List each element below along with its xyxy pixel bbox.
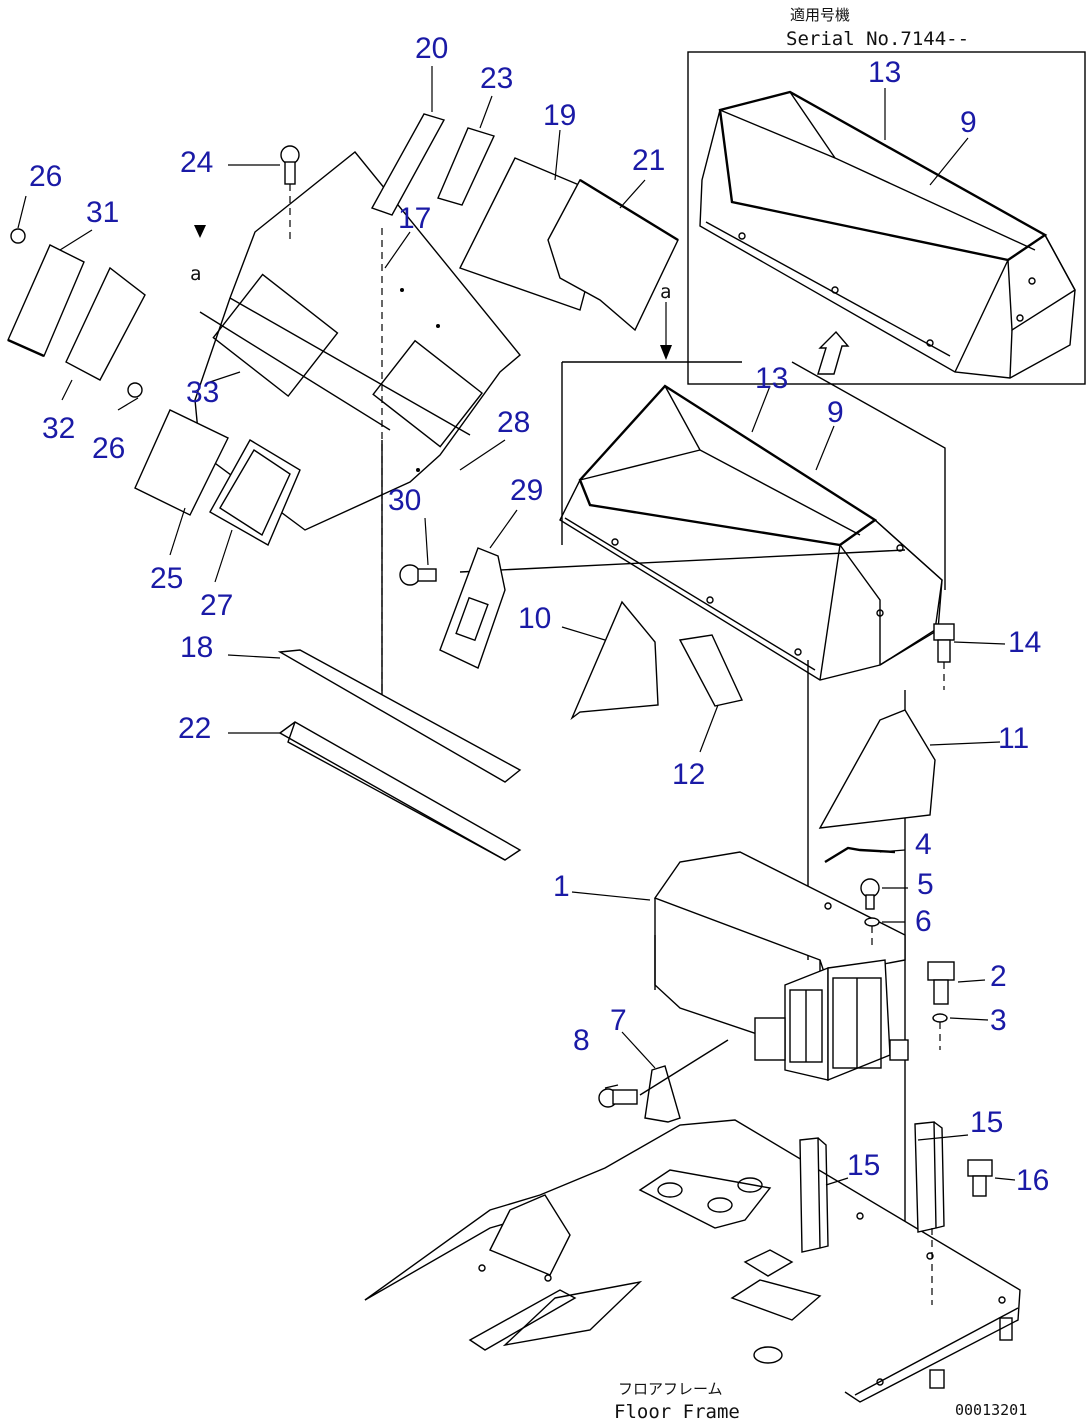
serial-number-label: Serial No.7144-- xyxy=(786,28,969,50)
part-label-25: 25 xyxy=(150,562,183,595)
bolt-24 xyxy=(280,145,300,185)
part-label-6: 6 xyxy=(915,905,932,938)
louver-grille xyxy=(784,959,891,1082)
part-label-14: 14 xyxy=(1008,626,1041,659)
leader-lines xyxy=(17,66,1016,1181)
bracket-right xyxy=(889,1039,909,1061)
part-label-28: 28 xyxy=(497,406,530,439)
part-label-33: 33 xyxy=(186,376,219,409)
floor-frame xyxy=(364,1119,1021,1403)
serial-header: 適用号機 Serial No.7144-- xyxy=(786,6,969,50)
washer-3 xyxy=(932,1013,948,1023)
part-label-1: 1 xyxy=(553,870,570,903)
fastener-30 xyxy=(399,564,437,586)
part-label-9-inset: 9 xyxy=(960,106,977,139)
bracket-29 xyxy=(439,547,506,669)
part-label-7: 7 xyxy=(610,1004,627,1037)
strip-18 xyxy=(277,649,522,783)
part-labels: 20 23 19 21 24 17 26 31 33 32 26 28 29 3… xyxy=(29,32,1049,1197)
part-label-20: 20 xyxy=(415,32,448,65)
view-a-arrow-left xyxy=(194,225,206,238)
part-label-17: 17 xyxy=(398,202,431,235)
inset-reference-arrow xyxy=(817,330,850,375)
part-label-29: 29 xyxy=(510,474,543,507)
view-marker-a-right: a xyxy=(660,281,671,303)
serial-variant-inset-box xyxy=(687,51,1086,385)
washer-6 xyxy=(864,917,880,927)
bracket-7 xyxy=(644,1065,681,1123)
part-label-10: 10 xyxy=(518,602,551,635)
inset-duct-assembly xyxy=(699,90,1076,379)
part-label-16: 16 xyxy=(1016,1164,1049,1197)
bracket-center xyxy=(754,1017,786,1061)
part-label-13: 13 xyxy=(755,362,788,395)
part-label-11: 11 xyxy=(998,722,1029,755)
part-label-13-inset: 13 xyxy=(868,56,901,89)
duct-assembly-9 xyxy=(559,384,943,681)
part-label-3: 3 xyxy=(990,1004,1007,1037)
part-label-19: 19 xyxy=(543,99,576,132)
part-label-32: 32 xyxy=(42,412,75,445)
bolt-14 xyxy=(933,623,955,663)
panel-21 xyxy=(547,179,679,332)
bolt-16 xyxy=(967,1159,993,1197)
pad-25 xyxy=(134,409,229,516)
part-label-5: 5 xyxy=(917,868,934,901)
strip-20 xyxy=(370,113,446,216)
pad-31 xyxy=(7,244,85,357)
pad-32 xyxy=(65,266,146,381)
part-label-18: 18 xyxy=(180,631,213,664)
part-label-2: 2 xyxy=(990,960,1007,993)
floor-frame-en: Floor Frame xyxy=(614,1401,740,1423)
drawing-code: 00013201 xyxy=(955,1401,1027,1419)
part-label-9: 9 xyxy=(827,396,844,429)
part-label-31: 31 xyxy=(86,196,119,229)
view-marker-a-left: a xyxy=(190,263,201,285)
screw-5 xyxy=(860,878,880,910)
duct-leader-line xyxy=(459,549,906,573)
part-label-24: 24 xyxy=(180,146,213,179)
part-label-15-right: 15 xyxy=(970,1106,1003,1139)
duct-reference-outline xyxy=(561,361,946,590)
part-label-26-lower: 26 xyxy=(92,432,125,465)
part-label-23: 23 xyxy=(480,62,513,95)
applicable-serial-jp: 適用号機 xyxy=(790,6,850,24)
gusset-10 xyxy=(570,600,659,721)
part-label-30: 30 xyxy=(388,484,421,517)
clip-26-lower xyxy=(127,382,143,398)
gusset-11 xyxy=(818,709,936,829)
panel-17 xyxy=(194,151,521,531)
part-label-27: 27 xyxy=(200,589,233,622)
clip-26-upper xyxy=(10,228,26,244)
plate-12 xyxy=(678,634,743,707)
bolt-8 xyxy=(598,1088,638,1108)
part-label-12: 12 xyxy=(672,758,705,791)
bolt-2 xyxy=(927,961,955,1005)
part-label-22: 22 xyxy=(178,712,211,745)
spring-4 xyxy=(824,846,896,864)
part-label-26-upper: 26 xyxy=(29,160,62,193)
floor-frame-jp: フロアフレーム xyxy=(618,1380,723,1398)
part-label-15-left: 15 xyxy=(847,1149,880,1182)
strip-23 xyxy=(437,127,495,206)
part-label-4: 4 xyxy=(915,828,932,861)
part-label-21: 21 xyxy=(632,144,665,177)
bar-22 xyxy=(278,721,522,861)
floor-frame-caption: フロアフレーム Floor Frame xyxy=(614,1380,740,1423)
post-15-left xyxy=(799,1137,821,1253)
part-label-8: 8 xyxy=(573,1024,590,1057)
